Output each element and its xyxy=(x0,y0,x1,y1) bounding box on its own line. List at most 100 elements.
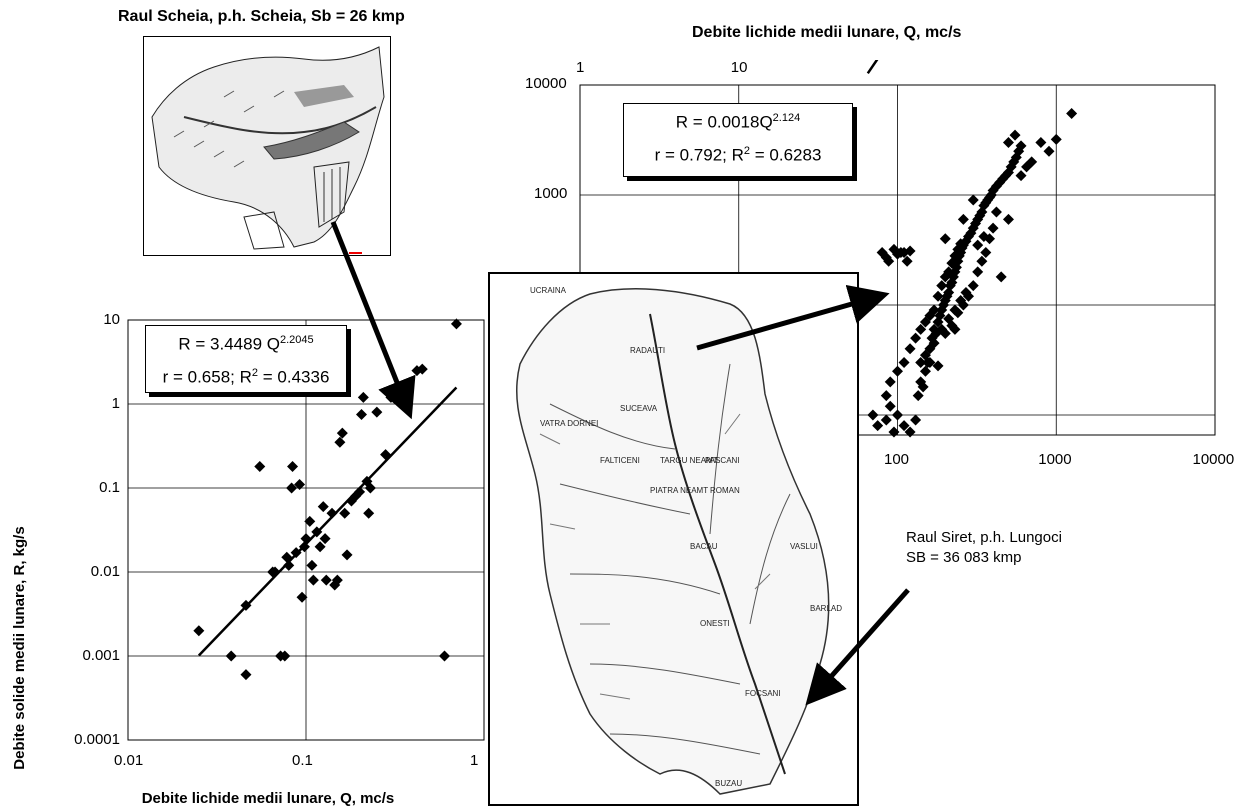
scatter-point xyxy=(943,286,955,298)
siret-stats-tail: = 0.6283 xyxy=(750,145,822,165)
scatter-point xyxy=(1013,145,1025,157)
scatter-point xyxy=(254,461,266,473)
map-place-label: FOCSANI xyxy=(745,689,781,698)
y-tick-label: 1000 xyxy=(534,185,568,202)
scatter-point xyxy=(949,250,961,262)
scatter-point xyxy=(240,599,252,611)
scatter-point xyxy=(380,449,392,461)
scheia-regression-line xyxy=(197,386,458,657)
siret-stats: r = 0.792; R xyxy=(654,145,744,165)
siret-trendline xyxy=(866,60,879,75)
scatter-point xyxy=(311,526,323,538)
scatter-point xyxy=(880,252,892,264)
x-tick-label: 0.1 xyxy=(292,752,313,769)
map-place-label: BUZAU xyxy=(715,779,743,788)
scatter-point xyxy=(967,194,979,206)
scatter-point xyxy=(924,357,936,369)
map-place-label: VASLUI xyxy=(790,542,818,551)
r2-superscript: 2 xyxy=(743,144,751,157)
scheia-inset-title: Raul Scheia, p.h. Scheia, Sb = 26 kmp xyxy=(118,8,405,25)
siret-points xyxy=(867,108,1078,438)
scatter-point xyxy=(319,533,331,545)
scatter-point xyxy=(1002,213,1014,225)
scatter-point xyxy=(306,559,318,571)
map-place-label: UCRAINA xyxy=(530,286,567,295)
siret-regression-line xyxy=(866,60,879,75)
scatter-point xyxy=(987,222,999,234)
scatter-point xyxy=(269,566,281,578)
y-tick-label: 0.01 xyxy=(90,563,120,580)
scatter-point xyxy=(331,574,343,586)
x-tick-label-bottom: 1000 xyxy=(1038,451,1072,468)
scatter-point xyxy=(884,400,896,412)
map-place-label: BACAU xyxy=(690,542,718,551)
scatter-point xyxy=(225,650,237,662)
scatter-point xyxy=(355,408,367,420)
siret-chart-title: Debite lichide medii lunare, Q, mc/s xyxy=(692,24,962,41)
scatter-point xyxy=(354,486,366,498)
scatter-point xyxy=(939,233,951,245)
scheia-stats-tail: = 0.4336 xyxy=(258,367,330,387)
scatter-point xyxy=(990,206,1002,218)
scheia-points xyxy=(193,318,462,681)
scatter-point xyxy=(411,365,423,377)
scatter-point xyxy=(286,482,298,494)
scatter-point xyxy=(957,213,969,225)
scatter-point xyxy=(960,286,972,298)
scatter-point xyxy=(336,427,348,439)
scatter-point xyxy=(364,482,376,494)
scatter-point xyxy=(287,461,299,473)
scatter-point xyxy=(976,206,988,218)
scatter-point xyxy=(946,320,958,332)
map-place-label: FALTICENI xyxy=(600,456,640,465)
scatter-point xyxy=(901,255,913,267)
scatter-point xyxy=(1015,170,1027,182)
scatter-point xyxy=(326,507,338,519)
map-place-label: ONESTI xyxy=(700,619,730,628)
scatter-point xyxy=(978,230,990,242)
map-place-label: PASCANI xyxy=(705,456,740,465)
scatter-point xyxy=(915,323,927,335)
scatter-point xyxy=(1010,151,1022,163)
map-place-label: ROMAN xyxy=(710,486,740,495)
scatter-point xyxy=(317,501,329,513)
scatter-point xyxy=(972,239,984,251)
scatter-point xyxy=(912,390,924,402)
scatter-point xyxy=(946,277,958,289)
scatter-point xyxy=(1035,137,1047,149)
scatter-point xyxy=(872,420,884,432)
scatter-point xyxy=(917,381,929,393)
scatter-point xyxy=(307,574,319,586)
x-tick-label-top: 1 xyxy=(576,59,585,76)
scatter-point xyxy=(946,257,958,269)
scatter-point xyxy=(898,357,910,369)
scatter-point xyxy=(283,559,295,571)
scatter-point xyxy=(867,409,879,421)
scatter-point xyxy=(314,541,326,553)
r2-superscript: 2 xyxy=(251,366,259,379)
scatter-point xyxy=(932,290,944,302)
scatter-point xyxy=(884,376,896,388)
scatter-point xyxy=(904,343,916,355)
map-place-label: PIATRA NEAMT xyxy=(650,486,709,495)
y-tick-label: 10 xyxy=(103,311,120,328)
scatter-point xyxy=(450,318,462,330)
scatter-point xyxy=(1043,145,1055,157)
map-place-label: VATRA DORNEI xyxy=(540,419,599,428)
scheia-equation: R = 3.4489 Q xyxy=(178,334,280,354)
scatter-point xyxy=(980,247,992,259)
scatter-point xyxy=(928,304,940,316)
x-tick-label-bottom: 10000 xyxy=(1192,451,1235,468)
siret-note-line1: Raul Siret, p.h. Lungoci xyxy=(906,529,1062,546)
scatter-point xyxy=(898,420,910,432)
scatter-point xyxy=(416,363,428,375)
scatter-point xyxy=(193,625,205,637)
siret-note-line2: SB = 36 083 kmp xyxy=(906,549,1022,566)
map-place-label: SUCEAVA xyxy=(620,404,658,413)
y-axis-label: Debite solide medii lunare, R, kg/s xyxy=(11,526,28,769)
scatter-point xyxy=(949,304,961,316)
scatter-point xyxy=(949,266,961,278)
scatter-point xyxy=(919,316,931,328)
scatter-point xyxy=(304,515,316,527)
